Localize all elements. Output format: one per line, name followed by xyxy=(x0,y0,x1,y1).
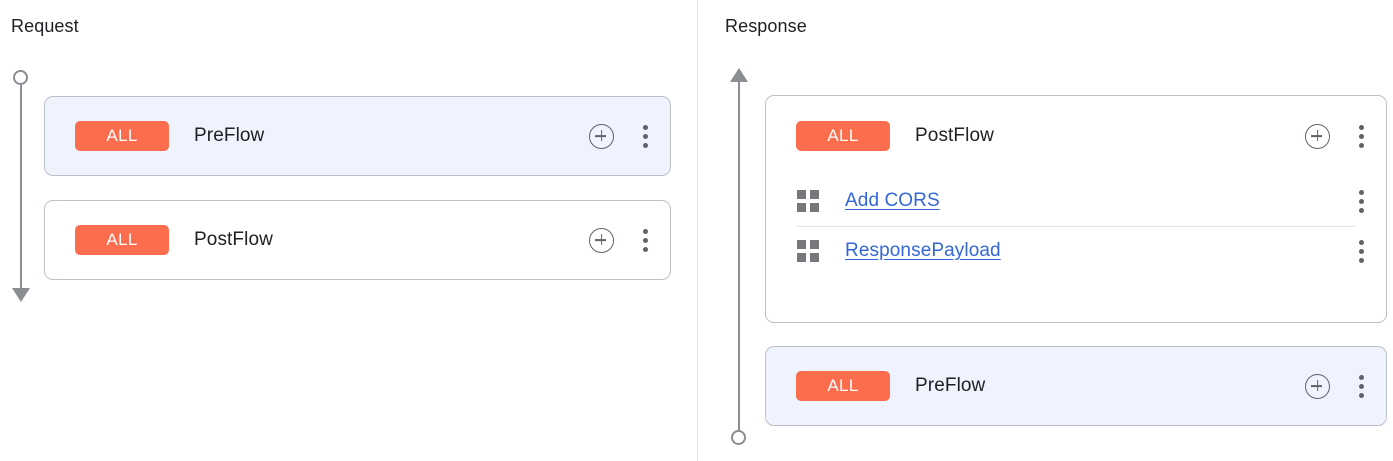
kebab-menu-icon[interactable] xyxy=(1350,123,1372,149)
rail-arrow-down-icon xyxy=(12,288,30,302)
plus-circle-icon[interactable] xyxy=(1305,123,1330,149)
flow-card-header[interactable]: ALL PreFlow xyxy=(766,347,1386,425)
policy-row[interactable]: Add CORS xyxy=(766,176,1386,226)
plus-circle-icon[interactable] xyxy=(589,123,614,149)
flow-name-label: PreFlow xyxy=(915,375,986,396)
panel-divider xyxy=(697,0,698,461)
plus-circle-icon[interactable] xyxy=(1305,373,1330,399)
method-badge: ALL xyxy=(75,121,169,151)
flow-card-response-preflow[interactable]: ALL PreFlow xyxy=(765,346,1387,426)
method-badge: ALL xyxy=(796,371,890,401)
grid-drag-icon[interactable] xyxy=(797,240,819,262)
rail-line xyxy=(20,84,22,296)
kebab-menu-icon[interactable] xyxy=(1350,188,1372,214)
kebab-menu-icon[interactable] xyxy=(634,123,656,149)
plus-circle-icon[interactable] xyxy=(589,227,614,253)
flow-card-header[interactable]: ALL PreFlow xyxy=(45,97,670,175)
kebab-menu-icon[interactable] xyxy=(1350,238,1372,264)
request-panel-title: Request xyxy=(11,16,79,36)
response-flow-rail xyxy=(724,68,754,452)
response-panel: Response xyxy=(698,0,1393,461)
policy-list: Add CORS ResponsePayload xyxy=(766,176,1386,278)
kebab-menu-icon[interactable] xyxy=(634,227,656,253)
flow-name-label: PostFlow xyxy=(915,125,994,146)
flow-card-request-preflow[interactable]: ALL PreFlow xyxy=(44,96,671,176)
kebab-menu-icon[interactable] xyxy=(1350,373,1372,399)
grid-drag-icon[interactable] xyxy=(797,190,819,212)
flow-card-header[interactable]: ALL PostFlow xyxy=(45,201,670,279)
request-panel: Request ALL PreFlow ALL PostFlow xyxy=(0,0,697,461)
policy-link[interactable]: ResponsePayload xyxy=(845,240,1001,261)
flow-card-response-postflow[interactable]: ALL PostFlow Add CORS xyxy=(765,95,1387,323)
rail-end-circle-icon xyxy=(731,430,746,445)
flow-name-label: PostFlow xyxy=(194,229,273,250)
rail-line xyxy=(738,81,740,431)
flow-card-request-postflow[interactable]: ALL PostFlow xyxy=(44,200,671,280)
flow-card-header[interactable]: ALL PostFlow xyxy=(766,96,1386,176)
method-badge: ALL xyxy=(796,121,890,151)
policy-link[interactable]: Add CORS xyxy=(845,190,940,211)
flow-name-label: PreFlow xyxy=(194,125,265,146)
rail-start-circle-icon xyxy=(13,70,28,85)
rail-arrow-up-icon xyxy=(730,68,748,82)
policy-row[interactable]: ResponsePayload xyxy=(766,226,1386,276)
method-badge: ALL xyxy=(75,225,169,255)
response-panel-title: Response xyxy=(725,16,807,36)
request-flow-rail xyxy=(6,70,36,310)
